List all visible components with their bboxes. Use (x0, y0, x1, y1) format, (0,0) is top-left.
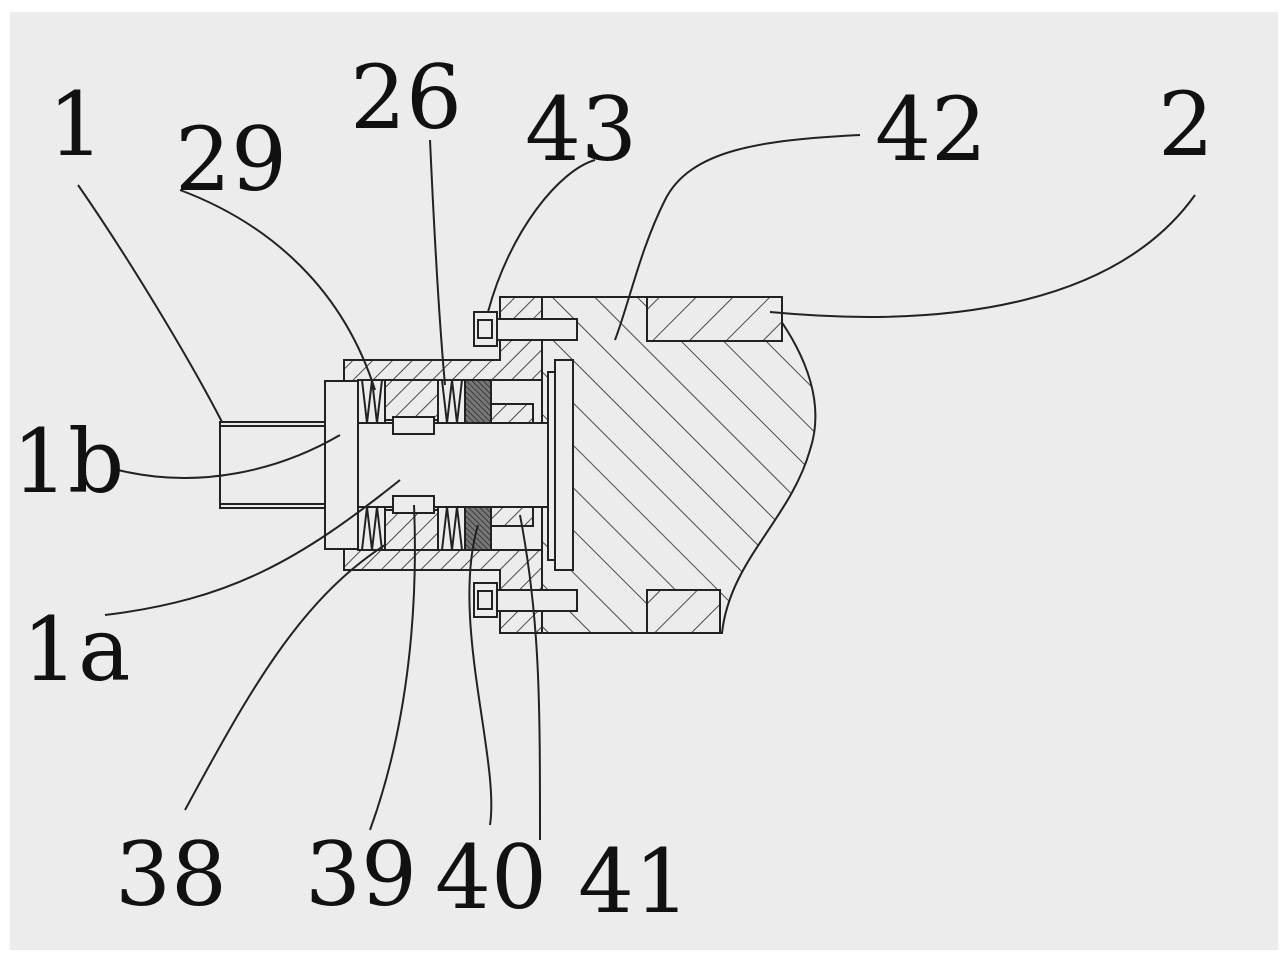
end-plate (555, 360, 573, 570)
label-1a: 1a (22, 598, 130, 701)
key-39-top (393, 417, 434, 434)
part-2-insert-top (647, 297, 782, 341)
label-43: 43 (525, 78, 637, 181)
shaft-1a (358, 423, 552, 507)
housing-rib-bottom (385, 510, 438, 550)
label-29: 29 (175, 108, 287, 211)
washer-40-top (465, 380, 491, 423)
label-42: 42 (875, 78, 987, 181)
label-26: 26 (350, 46, 462, 149)
block-41-bottom (491, 507, 533, 526)
block-41-top (491, 404, 533, 423)
end-plate-inner (548, 372, 555, 560)
label-41: 41 (578, 830, 690, 933)
label-1: 1 (48, 73, 104, 176)
housing-rib-top (385, 380, 438, 420)
label-38: 38 (115, 823, 227, 926)
label-39: 39 (305, 823, 417, 926)
label-2: 2 (1158, 73, 1214, 176)
part-2-insert-bottom (647, 590, 720, 633)
label-1b: 1b (12, 410, 124, 513)
label-40: 40 (435, 826, 547, 929)
